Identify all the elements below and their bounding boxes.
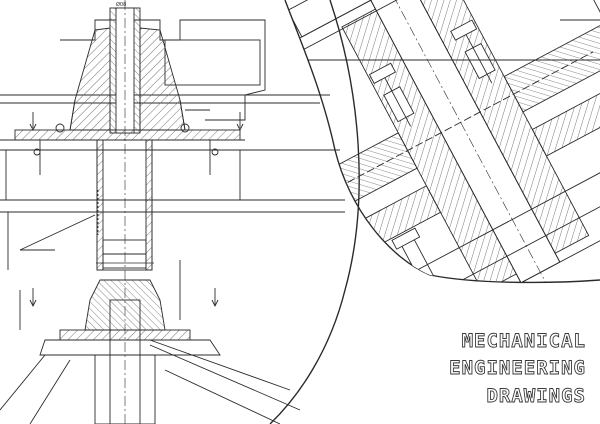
title-line-drawings: DRAWINGS bbox=[486, 385, 586, 408]
left-assembly-drawing bbox=[0, 0, 360, 424]
diameter-dimension-label: Ø08 bbox=[116, 1, 126, 8]
title-line-engineering: ENGINEERING bbox=[449, 357, 586, 380]
title-line-mechanical: MECHANICAL bbox=[461, 330, 586, 353]
right-detail-drawing bbox=[285, 0, 600, 283]
crosshair-marks bbox=[96, 149, 154, 264]
